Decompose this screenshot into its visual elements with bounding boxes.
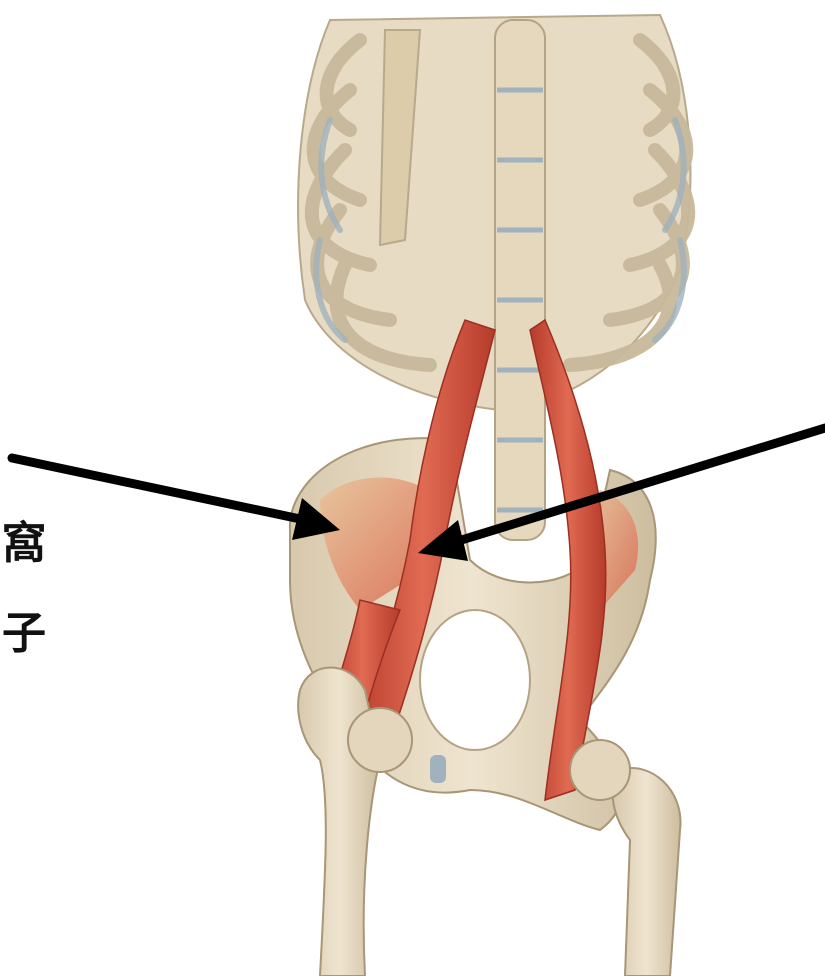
label-line-2: 子 bbox=[2, 612, 46, 656]
spine bbox=[495, 20, 545, 540]
label-line-1: 窩 bbox=[2, 522, 46, 566]
